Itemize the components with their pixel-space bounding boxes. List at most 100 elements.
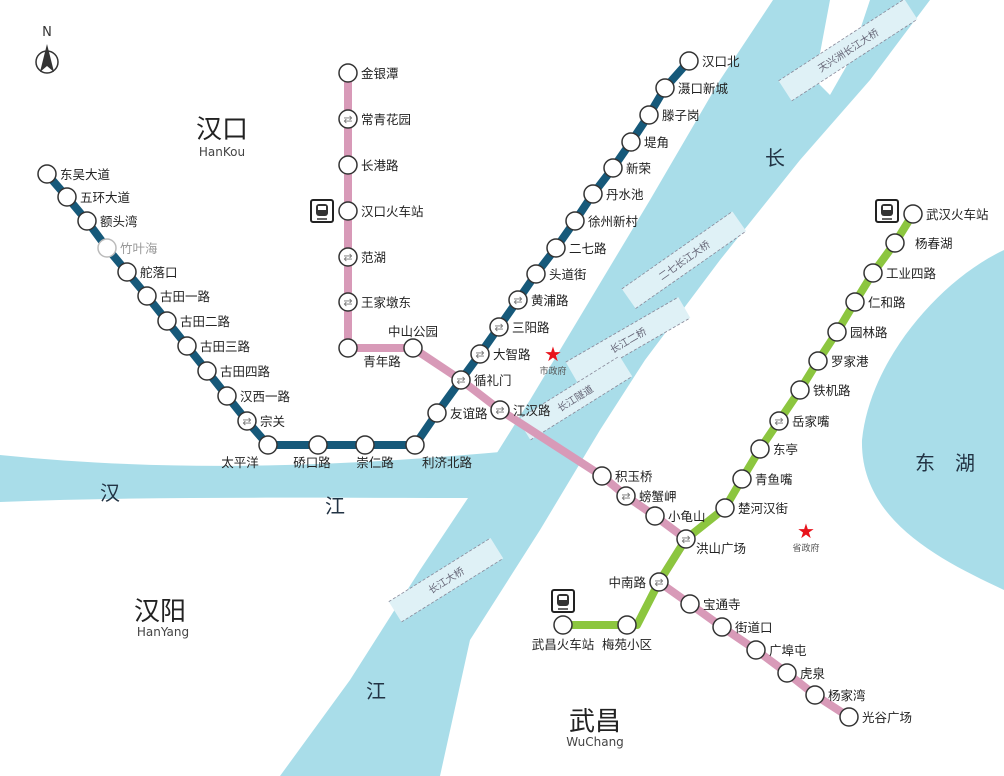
station[interactable]: 崇仁路	[355, 435, 394, 470]
station[interactable]: ⇄螃蟹岬	[616, 486, 677, 506]
transfer-station-marker[interactable]	[489, 317, 509, 337]
station-marker[interactable]	[592, 466, 612, 486]
station-marker[interactable]	[197, 361, 217, 381]
station[interactable]: 街道口	[712, 617, 773, 637]
station[interactable]: ⇄大智路	[470, 344, 531, 364]
station-marker[interactable]	[845, 292, 865, 312]
station-marker[interactable]	[583, 184, 603, 204]
station[interactable]: 工业四路	[863, 263, 937, 283]
transfer-station-marker[interactable]	[237, 411, 257, 431]
station[interactable]: ⇄洪山广场	[676, 529, 746, 556]
station[interactable]: 汉西一路	[217, 386, 291, 406]
station[interactable]: 积玉桥	[592, 466, 653, 486]
transfer-station-marker[interactable]	[470, 344, 490, 364]
transfer-station-marker[interactable]	[676, 529, 696, 549]
station[interactable]: 虎泉	[777, 663, 826, 683]
station[interactable]: ⇄中南路	[608, 572, 669, 592]
station-marker[interactable]	[177, 336, 197, 356]
station-marker[interactable]	[621, 132, 641, 152]
station[interactable]: 仁和路	[845, 292, 906, 312]
station[interactable]: ⇄循礼门	[451, 370, 512, 390]
station[interactable]: 太平洋	[221, 435, 278, 470]
station[interactable]: 友谊路	[427, 403, 488, 423]
station-marker[interactable]	[427, 403, 447, 423]
station[interactable]: 五环大道	[57, 187, 131, 207]
station-marker[interactable]	[790, 380, 810, 400]
station[interactable]: 小龟山	[645, 506, 706, 526]
transfer-station-marker[interactable]	[451, 370, 471, 390]
station-marker[interactable]	[308, 435, 328, 455]
station-marker[interactable]	[553, 615, 573, 635]
station-marker[interactable]	[645, 506, 665, 526]
station-marker[interactable]	[715, 498, 735, 518]
transfer-station-marker[interactable]	[338, 109, 358, 129]
station[interactable]: 东亭	[750, 439, 798, 459]
station[interactable]: 竹叶海	[97, 238, 158, 258]
station[interactable]: 青年路	[338, 338, 401, 369]
station[interactable]: ⇄王家墩东	[338, 292, 411, 312]
station[interactable]: 古田一路	[137, 286, 211, 306]
station-marker[interactable]	[808, 351, 828, 371]
station[interactable]: 古田三路	[177, 336, 251, 356]
transfer-station-marker[interactable]	[649, 572, 669, 592]
station[interactable]: 杨家湾	[805, 685, 866, 705]
station-marker[interactable]	[77, 211, 97, 231]
station-marker[interactable]	[639, 105, 659, 125]
station[interactable]: ⇄范湖	[338, 247, 386, 267]
station[interactable]: 武昌火车站	[532, 589, 595, 652]
station[interactable]: 楚河汉街	[715, 498, 788, 518]
station[interactable]: 新荣	[603, 158, 652, 178]
station-marker[interactable]	[617, 615, 637, 635]
transfer-station-marker[interactable]	[490, 400, 510, 420]
station-marker[interactable]	[338, 338, 358, 358]
station-marker[interactable]	[777, 663, 797, 683]
transfer-station-marker[interactable]	[769, 411, 789, 431]
station[interactable]: 光谷广场	[839, 707, 912, 727]
station[interactable]: 堤角	[621, 132, 669, 152]
station[interactable]: 汉口火车站	[310, 199, 424, 223]
station-marker[interactable]	[732, 469, 752, 489]
station[interactable]: ⇄三阳路	[489, 317, 550, 337]
station[interactable]: ⇄黄浦路	[508, 290, 569, 310]
station-marker[interactable]	[526, 264, 546, 284]
station[interactable]: 二七路	[546, 238, 607, 258]
station-marker[interactable]	[863, 263, 883, 283]
station[interactable]: 铁机路	[790, 380, 851, 400]
station[interactable]: ⇄岳家嘴	[769, 411, 830, 431]
station-marker[interactable]	[258, 435, 278, 455]
station-marker[interactable]	[903, 204, 923, 224]
station-marker[interactable]	[827, 322, 847, 342]
station[interactable]: 罗家港	[808, 351, 869, 371]
transfer-station-marker[interactable]	[338, 292, 358, 312]
station[interactable]: 头道街	[526, 264, 587, 284]
station-marker[interactable]	[137, 286, 157, 306]
station[interactable]: ⇄宗关	[237, 411, 285, 431]
station[interactable]: 额头湾	[77, 211, 138, 231]
station[interactable]: 古田四路	[197, 361, 271, 381]
station[interactable]: 武汉火车站	[875, 199, 989, 224]
station[interactable]: 金银潭	[338, 63, 399, 83]
station[interactable]: ⇄江汉路	[490, 400, 551, 420]
station[interactable]: 舵落口	[117, 262, 178, 282]
station-marker[interactable]	[885, 233, 905, 253]
transfer-station-marker[interactable]	[338, 247, 358, 267]
station-marker[interactable]	[546, 238, 566, 258]
station-marker[interactable]	[157, 311, 177, 331]
station-marker[interactable]	[403, 338, 423, 358]
station-marker[interactable]	[97, 238, 117, 258]
station[interactable]: 杨春湖	[885, 233, 953, 253]
station-marker[interactable]	[217, 386, 237, 406]
station[interactable]: 梅苑小区	[602, 615, 652, 652]
station[interactable]: 长港路	[338, 155, 399, 175]
station-marker[interactable]	[712, 617, 732, 637]
station-marker[interactable]	[338, 63, 358, 83]
station[interactable]: 中山公园	[388, 324, 438, 358]
station[interactable]: 徐州新村	[565, 211, 639, 231]
station-marker[interactable]	[57, 187, 77, 207]
station-marker[interactable]	[338, 155, 358, 175]
station[interactable]: 滠口新城	[655, 78, 729, 98]
station[interactable]: 滕子岗	[639, 105, 700, 125]
station[interactable]: ⇄常青花园	[338, 109, 411, 129]
station-marker[interactable]	[405, 435, 425, 455]
station-marker[interactable]	[750, 439, 770, 459]
